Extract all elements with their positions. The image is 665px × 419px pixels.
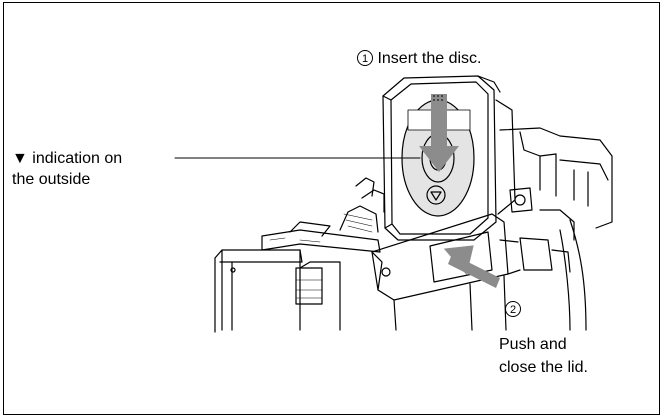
indication-line-2: the outside bbox=[12, 171, 91, 188]
camera-top-plate bbox=[261, 177, 385, 253]
step-2-label: Push and close the lid. bbox=[499, 335, 588, 377]
camera-lens-section bbox=[499, 127, 613, 331]
indication-line-1: ▼ indication on bbox=[12, 150, 123, 167]
triangle-mark bbox=[426, 185, 446, 205]
step-2-line-2: close the lid. bbox=[499, 359, 588, 376]
camera-body-left bbox=[214, 249, 341, 331]
step-2-marker-wrap: 2 bbox=[505, 300, 521, 319]
arrow-up-right-icon bbox=[443, 245, 500, 288]
lid-cover bbox=[371, 213, 521, 331]
arrow-down-icon bbox=[419, 94, 459, 172]
step-1-label: 1 Insert the disc. bbox=[357, 49, 482, 68]
step-1-marker: 1 bbox=[357, 50, 373, 66]
figure-frame bbox=[3, 2, 660, 415]
disc-compartment-lid bbox=[382, 75, 516, 241]
step-2-marker: 2 bbox=[505, 301, 521, 317]
step-1-text: Insert the disc. bbox=[377, 50, 482, 67]
step-2-line-1: Push and bbox=[499, 336, 567, 353]
indication-label: ▼ indication on the outside bbox=[12, 149, 122, 189]
